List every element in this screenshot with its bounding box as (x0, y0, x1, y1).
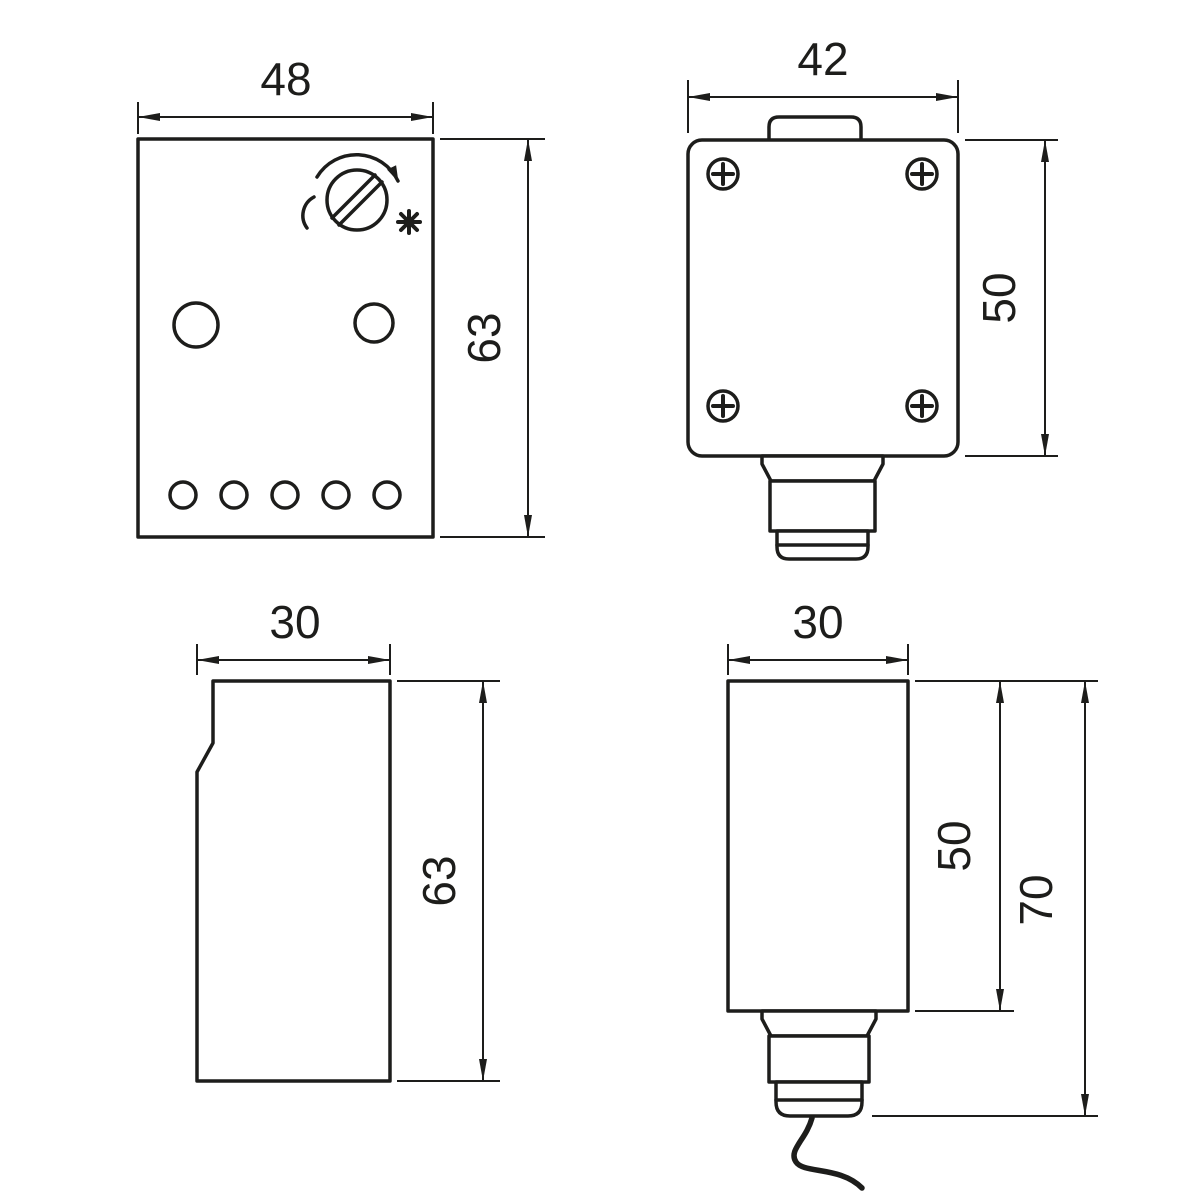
min-setting-crescent-icon (301, 195, 316, 230)
enclosure-side-depth-dimension: 30 (727, 596, 909, 675)
side-view-outline (195, 679, 392, 1083)
mounting-hole-right (353, 302, 395, 344)
front-height-dimension: 63 (440, 138, 545, 538)
enclosure-front-view: 42 50 (686, 33, 1058, 561)
knob-circle (325, 168, 389, 232)
front-height-label: 63 (458, 312, 510, 363)
cable-wire (791, 1115, 865, 1191)
terminal-hole (270, 480, 300, 510)
enclosure-total-height-label: 70 (1010, 874, 1062, 925)
enclosure-width-label: 42 (797, 33, 848, 85)
side-depth-label: 30 (269, 596, 320, 648)
side-view: 30 63 (195, 596, 500, 1083)
terminal-hole (321, 480, 351, 510)
gland-body (767, 1034, 871, 1084)
terminal-hole (168, 480, 198, 510)
enclosure-body-height-label: 50 (928, 820, 980, 871)
screw-top-left (706, 157, 740, 191)
screw-bottom-left (706, 389, 740, 423)
screw-bottom-right (905, 389, 939, 423)
screw-top-right (905, 157, 939, 191)
cable-gland-side (760, 1009, 878, 1191)
enclosure-height-label: 50 (973, 272, 1025, 323)
knob-slot-line (337, 180, 384, 227)
terminal-hole (219, 480, 249, 510)
gland-nut (760, 454, 885, 483)
enclosure-side-depth-label: 30 (792, 596, 843, 648)
gland-body (768, 479, 877, 533)
enclosure-side-view: 30 50 70 (726, 596, 1098, 1191)
gland-nut (760, 1009, 878, 1038)
side-depth-dimension: 30 (196, 596, 391, 675)
enclosure-body-height-dimension: 50 (915, 680, 1098, 1012)
enclosure-side-outline (726, 679, 910, 1013)
cable-gland-front (760, 454, 885, 561)
side-height-label: 63 (413, 855, 465, 906)
max-setting-sun-icon (396, 209, 422, 235)
terminal-hole (372, 480, 402, 510)
knob-slot-line (330, 173, 377, 220)
front-view-outline (136, 137, 435, 539)
front-width-label: 48 (260, 53, 311, 105)
enclosure-total-height-dimension: 70 (872, 681, 1098, 1117)
terminal-holes (168, 480, 402, 510)
mounting-hole-left (172, 301, 220, 349)
rotary-knob (301, 152, 422, 235)
side-height-dimension: 63 (397, 680, 500, 1082)
front-view: 48 63 (136, 53, 545, 539)
rotation-arrow-arc (315, 152, 400, 183)
enclosure-width-dimension: 42 (687, 33, 959, 133)
enclosure-height-dimension: 50 (965, 139, 1058, 457)
front-width-dimension: 48 (137, 53, 434, 134)
enclosure-top-tab (767, 115, 863, 143)
